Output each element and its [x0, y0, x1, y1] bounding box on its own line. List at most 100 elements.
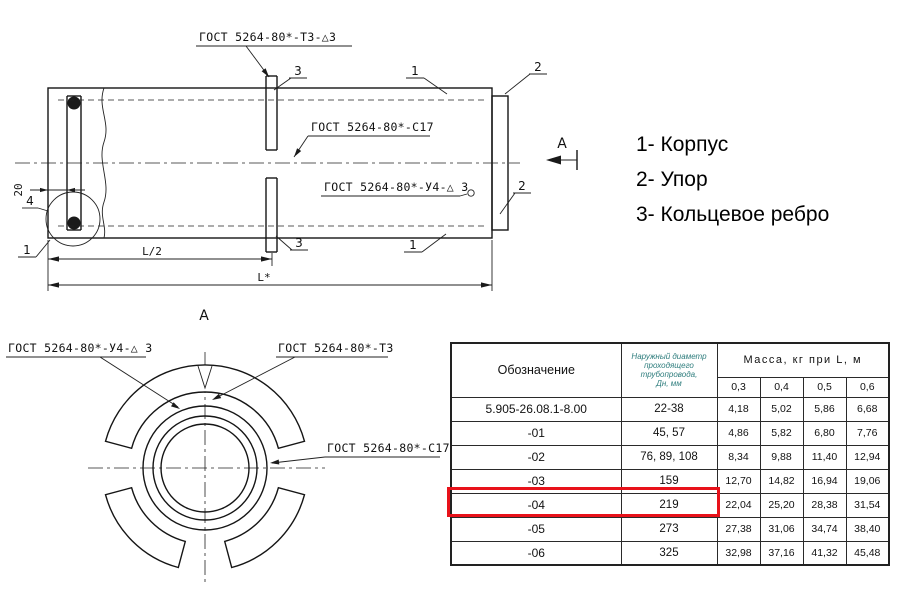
weld-u4-end-circle [467, 189, 475, 197]
part-label-2-right: 2 [518, 179, 526, 193]
mass-cell: 4,86 [716, 420, 761, 446]
mass-cell: 8,34 [716, 444, 761, 470]
column-header-length-03: 0,3 [716, 376, 761, 398]
mass-cell: 28,38 [802, 492, 847, 518]
mass-cell: 45,48 [845, 540, 890, 566]
diameter-header-line-4: Дн, мм [656, 379, 682, 389]
ring-and-pipe-circles [142, 405, 268, 531]
weld-annotation-u4: ГОСТ 5264-80*-У4-△ 3 [324, 180, 468, 194]
section-weld-t3-leader [213, 356, 296, 400]
mass-cell: 25,20 [759, 492, 804, 518]
dim-label-half-length: L/2 [142, 245, 162, 258]
view-arrow-label: А [557, 136, 567, 152]
mass-cell: 11,40 [802, 444, 847, 470]
section-weld-annotation-c17: ГОСТ 5264-80*-С17 [327, 441, 450, 455]
weld-u4-leader [459, 193, 468, 197]
designation-cell: -06 [450, 540, 622, 566]
mass-cell: 16,94 [802, 468, 847, 494]
legend-item-rebro: 3- Кольцевое ребро [636, 203, 830, 226]
mass-cell: 27,38 [716, 516, 761, 542]
diameter-cell: 325 [620, 540, 718, 566]
dim-label-20: 20 [12, 183, 25, 196]
dimension-arrows [40, 187, 492, 288]
mass-cell: 5,82 [759, 420, 804, 446]
diameter-cell: 76, 89, 108 [620, 444, 718, 470]
mass-cell: 14,82 [759, 468, 804, 494]
mass-cell: 5,86 [802, 396, 847, 422]
diameter-header-line-1: Наружный диаметр [631, 352, 707, 362]
column-header-length-06: 0,6 [845, 376, 890, 398]
mass-cell: 6,80 [802, 420, 847, 446]
mass-cell: 12,94 [845, 444, 890, 470]
column-header-length-05: 0,5 [802, 376, 847, 398]
table-row-highlighted: -04 219 22,04 25,20 28,38 31,54 [450, 492, 890, 518]
part-label-1-top: 1 [411, 64, 419, 78]
table-row: -02 76, 89, 108 8,34 9,88 11,40 12,94 [450, 444, 890, 470]
mass-cell: 12,70 [716, 468, 761, 494]
break-line [101, 87, 107, 239]
section-weld-c17-leader [271, 456, 326, 464]
part-label-3-top: 3 [294, 64, 302, 78]
designation-cell: -05 [450, 516, 622, 542]
mass-cell: 34,74 [802, 516, 847, 542]
part-label-1-left: 1 [23, 243, 31, 257]
diameter-header-line-2: проходящего [644, 361, 694, 371]
diameter-header-line-3: трубопровода, [640, 370, 698, 380]
table-row: -06 325 32,98 37,16 41,32 45,48 [450, 540, 890, 566]
mass-cell: 6,68 [845, 396, 890, 422]
column-header-mass: Масса, кг при L, м [716, 342, 890, 378]
legend-item-upor: 2- Упор [636, 168, 708, 191]
legend-item-korpus: 1- Корпус [636, 133, 729, 156]
ring-bar-section-top [67, 96, 81, 110]
main-assembly-drawing: 3 1 2 2 1 3 1 4 ГОСТ 5264-80*-Т3-△3 ГОСТ… [12, 30, 578, 324]
mass-cell: 5,02 [759, 396, 804, 422]
detail-circle [45, 191, 101, 247]
mass-cell: 7,76 [845, 420, 890, 446]
part-label-2-top: 2 [534, 60, 542, 74]
designation-cell: -03 [450, 468, 622, 494]
mass-cell: 38,40 [845, 516, 890, 542]
column-header-diameter: Наружный диаметр проходящего трубопровод… [620, 342, 718, 398]
weld-annotation-c17: ГОСТ 5264-80*-С17 [311, 120, 434, 134]
mass-table-grid: Обозначение Наружный диаметр проходящего… [450, 342, 891, 566]
section-weld-annotation-t3: ГОСТ 5264-80*-Т3 [278, 341, 394, 355]
part-leaders [18, 73, 547, 258]
weld-c17-arrowhead [294, 148, 302, 157]
mass-cell: 41,32 [802, 540, 847, 566]
ring-bar-section-bottom [67, 216, 81, 230]
diameter-cell: 219 [620, 492, 718, 518]
weld-t3-arrowhead [261, 68, 269, 77]
part-label-4: 4 [26, 194, 34, 208]
dim-label-full-length: L* [257, 271, 270, 284]
table-row: -05 273 27,38 31,06 34,74 38,40 [450, 516, 890, 542]
mass-table: Обозначение Наружный диаметр проходящего… [447, 342, 891, 566]
mass-cell: 37,16 [759, 540, 804, 566]
hidden-lines [58, 99, 488, 227]
mass-cell: 32,98 [716, 540, 761, 566]
designation-cell: -01 [450, 420, 622, 446]
diameter-cell: 22-38 [620, 396, 718, 422]
mass-cell: 9,88 [759, 444, 804, 470]
column-header-length-04: 0,4 [759, 376, 804, 398]
diameter-cell: 273 [620, 516, 718, 542]
table-row: -01 45, 57 4,86 5,82 6,80 7,76 [450, 420, 890, 446]
mass-cell: 31,06 [759, 516, 804, 542]
section-weld-u4-arrowhead [171, 402, 180, 409]
mass-cell: 19,06 [845, 468, 890, 494]
diameter-cell: 45, 57 [620, 420, 718, 446]
part-label-1-bottom: 1 [409, 238, 417, 252]
section-weld-t3-arrowhead [212, 393, 222, 400]
view-arrowhead [546, 155, 561, 165]
mass-cell: 4,18 [716, 396, 761, 422]
section-title: А [199, 308, 209, 324]
section-weld-u4-leader [99, 356, 179, 408]
designation-cell: -04 [450, 492, 622, 518]
table-row: -03 159 12,70 14,82 16,94 19,06 [450, 468, 890, 494]
shell-segments [104, 364, 306, 569]
table-row: 5.905-26.08.1-8.00 22-38 4,18 5,02 5,86 … [450, 396, 890, 422]
mass-cell: 31,54 [845, 492, 890, 518]
diameter-cell: 159 [620, 468, 718, 494]
column-header-designation: Обозначение [450, 342, 622, 398]
section-view-a: ГОСТ 5264-80*-У4-△ 3 ГОСТ 5264-80*-Т3 ГО… [6, 341, 450, 584]
